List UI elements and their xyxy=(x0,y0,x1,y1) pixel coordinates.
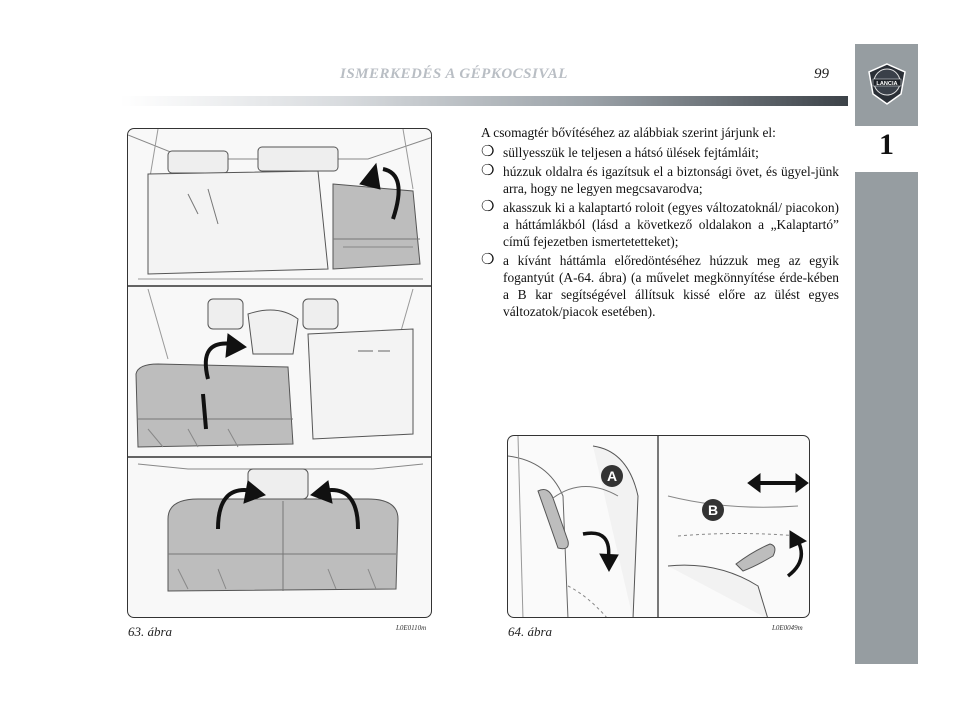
figure-64-code: L0E0049m xyxy=(772,624,803,632)
panel-2 xyxy=(135,288,414,448)
chapter-tab xyxy=(855,126,918,172)
list-item: ❍húzzuk oldalra és igazítsuk el a bizton… xyxy=(481,163,839,196)
bullet-icon: ❍ xyxy=(481,252,495,268)
lancia-logo-icon: LANCIA xyxy=(868,63,906,105)
figure-64-caption: 64. ábra xyxy=(508,624,553,639)
header-rule xyxy=(120,96,848,106)
intro-paragraph: A csomagtér bővítéséhez az alábbiak szer… xyxy=(481,125,776,140)
chapter-number: 1 xyxy=(879,128,894,161)
panel-3 xyxy=(137,463,424,592)
label-b: B xyxy=(708,502,718,518)
figure-63-code: L0E0110m xyxy=(396,624,427,632)
figure-63-illustration xyxy=(127,128,432,618)
list-item: ❍akasszuk ki a kalaptartó roloit (egyes … xyxy=(481,199,839,249)
body-text: A csomagtér bővítéséhez az alábbiak szer… xyxy=(481,124,839,322)
bullet-icon: ❍ xyxy=(481,163,495,179)
list-item: ❍a kívánt háttámla előredöntéséhez húzzu… xyxy=(481,252,839,319)
bullet-icon: ❍ xyxy=(481,199,495,215)
label-a: A xyxy=(607,468,617,484)
figure-64-illustration: A B xyxy=(507,435,810,618)
logo-text: LANCIA xyxy=(876,81,897,87)
page-header-title: ISMERKEDÉS A GÉPKOCSIVAL xyxy=(340,66,568,82)
figure-63-caption: 63. ábra xyxy=(128,624,173,639)
page-number: 99 xyxy=(814,66,829,82)
instruction-list: ❍süllyesszük le teljesen a hátsó ülések … xyxy=(481,144,839,320)
list-item: ❍süllyesszük le teljesen a hátsó ülések … xyxy=(481,144,759,160)
panel-1 xyxy=(128,129,431,280)
bullet-icon: ❍ xyxy=(481,144,495,160)
